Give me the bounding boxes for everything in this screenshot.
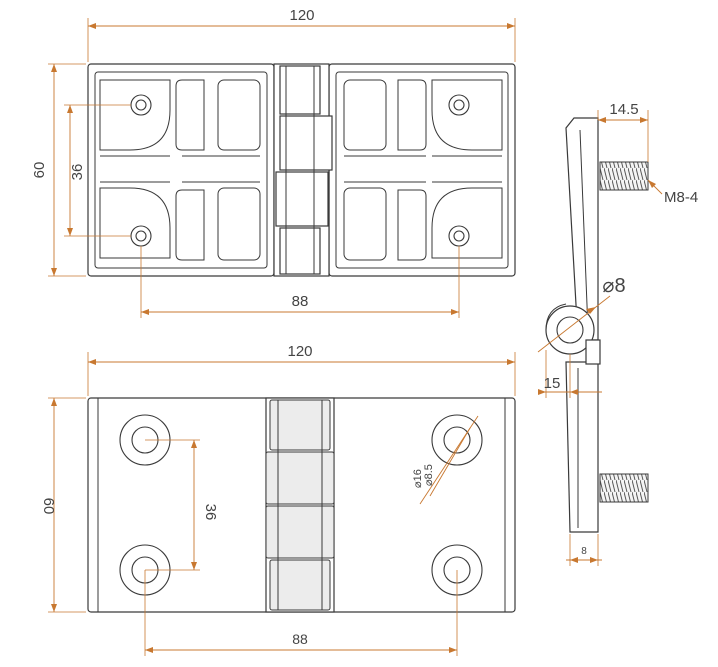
bottom-hole-diameter-outer-label: ⌀16 <box>412 469 424 488</box>
top-width-label: 120 <box>289 7 314 24</box>
top-dimensions <box>48 18 516 318</box>
bottom-hole-spacing-horizontal-label: 88 <box>292 631 308 647</box>
top-hole-spacing-vertical-label: 36 <box>69 164 86 181</box>
top-hole-spacing-horizontal-label: 88 <box>292 293 309 310</box>
bottom-width-label: 120 <box>287 343 312 360</box>
top-view: 120 60 36 88 <box>31 7 516 318</box>
bottom-view: 120 60 36 88 ⌀8.5 ⌀16 <box>40 343 516 656</box>
bottom-hole-spacing-vertical-label: 36 <box>202 504 219 521</box>
bottom-dimensions <box>48 352 516 656</box>
bolt-length-label: 14.5 <box>609 101 638 118</box>
left-plate-ribs <box>99 79 261 261</box>
right-plate-ribs <box>343 79 503 261</box>
knuckle-offset-label: 15 <box>544 375 561 392</box>
top-height-label: 60 <box>31 162 48 179</box>
bottom-height-label: 60 <box>40 498 57 515</box>
side-dimensions <box>537 110 663 566</box>
side-view: 14.5 M8-4 ⌀8 15 8 <box>537 101 698 566</box>
pin-diameter-label: ⌀8 <box>602 275 625 297</box>
plate-thickness-label: 8 <box>581 546 587 557</box>
bottom-hole-diameter-inner-label: ⌀8.5 <box>423 464 435 486</box>
lower-bolt <box>599 473 649 503</box>
bolt-spec-label: M8-4 <box>664 189 698 206</box>
upper-bolt <box>599 161 649 191</box>
